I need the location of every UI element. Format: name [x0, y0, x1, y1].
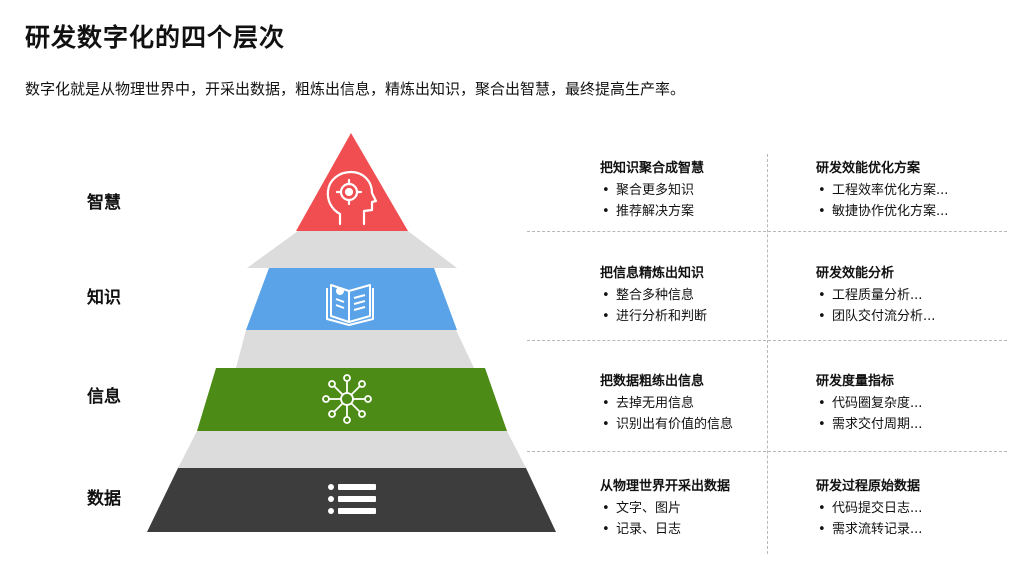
cell-item: 推荐解决方案 [600, 201, 800, 222]
cell-title: 从物理世界开采出数据 [600, 479, 731, 494]
cell-wisdom-left: 把知识聚合成智慧 聚合更多知识推荐解决方案 [600, 157, 800, 222]
cell-item: 识别出有价值的信息 [600, 414, 800, 435]
cell-item: 工程质量分析... [816, 285, 1012, 306]
cell-title: 把信息精炼出知识 [600, 266, 705, 281]
cell-data-left: 从物理世界开采出数据 文字、图片记录、日志 [600, 475, 800, 540]
grid-row-divider [527, 340, 1007, 341]
description-grid: 把知识聚合成智慧 聚合更多知识推荐解决方案 研发效能优化方案 工程效率优化方案.… [527, 146, 1007, 556]
cell-item: 需求流转记录... [816, 519, 1012, 540]
head-target-icon [326, 170, 378, 226]
cell-information-left: 把数据粗练出信息 去掉无用信息识别出有价值的信息 [600, 370, 800, 435]
pyramid-tier-knowledge [246, 268, 457, 330]
cell-item: 敏捷协作优化方案... [816, 201, 1012, 222]
network-hub-icon [322, 374, 372, 424]
page-title: 研发数字化的四个层次 [25, 23, 286, 52]
pyramid-diagram [147, 133, 556, 532]
level-label-data: 数据 [87, 489, 121, 509]
cell-knowledge-left: 把信息精炼出知识 整合多种信息进行分析和判断 [600, 262, 800, 327]
grid-row-divider [527, 451, 1007, 452]
level-label-knowledge: 知识 [87, 288, 121, 308]
page-subtitle: 数字化就是从物理世界中，开采出数据，粗炼出信息，精炼出知识，聚合出智慧，最终提高… [25, 80, 686, 98]
pyramid-tier-wisdom [296, 133, 408, 231]
cell-wisdom-right: 研发效能优化方案 工程效率优化方案...敏捷协作优化方案... [816, 157, 1012, 222]
cell-title: 研发度量指标 [816, 374, 895, 389]
cell-item: 进行分析和判断 [600, 306, 800, 327]
cell-item: 需求交付周期... [816, 414, 1012, 435]
cell-item: 聚合更多知识 [600, 180, 800, 201]
grid-row-divider [527, 231, 1007, 232]
cell-data-right: 研发过程原始数据 代码提交日志...需求流转记录... [816, 475, 1012, 540]
cell-title: 研发过程原始数据 [816, 479, 921, 494]
level-label-information: 信息 [87, 387, 121, 407]
pyramid-tier-information [197, 368, 507, 431]
cell-item: 代码圈复杂度... [816, 393, 1012, 414]
cell-title: 把数据粗练出信息 [600, 374, 705, 389]
connector-band-3 [178, 431, 526, 468]
cell-item: 工程效率优化方案... [816, 180, 1012, 201]
cell-title: 把知识聚合成智慧 [600, 161, 705, 176]
cell-title: 研发效能分析 [816, 266, 895, 281]
book-icon [326, 284, 374, 326]
cell-item: 团队交付流分析... [816, 306, 1012, 327]
cell-item: 整合多种信息 [600, 285, 800, 306]
cell-item: 去掉无用信息 [600, 393, 800, 414]
connector-band-2 [236, 330, 474, 368]
list-icon [328, 484, 376, 514]
cell-item: 文字、图片 [600, 498, 800, 519]
cell-knowledge-right: 研发效能分析 工程质量分析...团队交付流分析... [816, 262, 1012, 327]
cell-item: 记录、日志 [600, 519, 800, 540]
cell-title: 研发效能优化方案 [816, 161, 921, 176]
cell-item: 代码提交日志... [816, 498, 1012, 519]
connector-band-1 [247, 231, 457, 268]
level-label-wisdom: 智慧 [87, 193, 121, 213]
cell-information-right: 研发度量指标 代码圈复杂度...需求交付周期... [816, 370, 1012, 435]
grid-vertical-divider [767, 154, 768, 554]
